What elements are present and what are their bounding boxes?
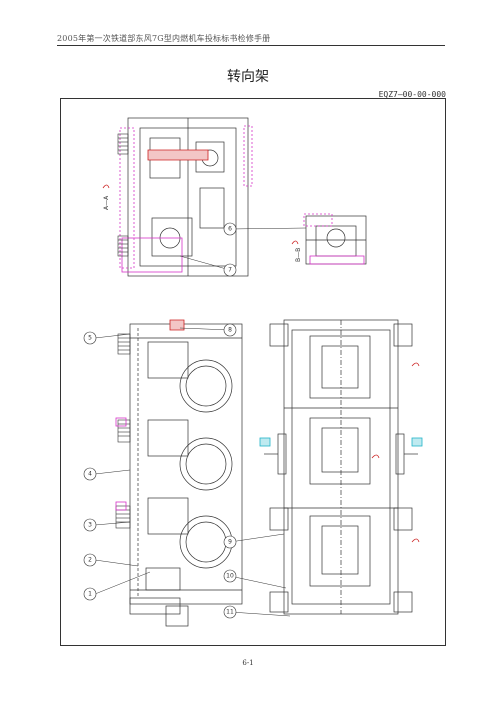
svg-text:2: 2 <box>88 557 92 564</box>
svg-text:B—B: B—B <box>295 248 302 262</box>
svg-text:11: 11 <box>226 609 234 616</box>
svg-text:3: 3 <box>88 522 92 529</box>
elevation-view <box>129 323 243 627</box>
callout-8: 8 <box>223 323 237 337</box>
callout-1: 1 <box>83 587 97 601</box>
svg-text:8: 8 <box>228 327 232 334</box>
callout-7: 7 <box>223 263 237 277</box>
plan-accents <box>259 362 423 543</box>
svg-text:10: 10 <box>226 573 234 580</box>
section-mark-b: B—B <box>291 240 302 262</box>
page-header: 2005年第一次铁道部东风7G型内燃机车投标标书检修手册 <box>57 34 271 43</box>
document-number: EQZ7—00-00-000 <box>378 90 446 99</box>
callout-4: 4 <box>83 467 97 481</box>
callout-2: 2 <box>83 553 97 567</box>
callout-11: 11 <box>223 605 237 619</box>
page-title: 转向架 <box>227 69 269 85</box>
callout-9: 9 <box>223 535 237 549</box>
top-side-dampers <box>117 133 129 257</box>
section-mark-a: A—A <box>102 184 110 210</box>
callout-5: 5 <box>83 331 97 345</box>
elevation-springs <box>115 333 131 529</box>
drawing-frame <box>60 98 446 646</box>
small-section-view <box>305 215 367 265</box>
svg-text:1: 1 <box>88 591 92 598</box>
top-side-view <box>127 117 249 277</box>
svg-text:5: 5 <box>88 335 92 342</box>
elevation-accents <box>115 319 185 511</box>
header-rule <box>57 45 445 46</box>
plan-view <box>264 319 418 615</box>
bogie-drawing: A—A B—B <box>83 117 423 627</box>
svg-text:A—A: A—A <box>103 195 110 210</box>
svg-text:6: 6 <box>228 226 232 233</box>
svg-text:4: 4 <box>88 471 92 478</box>
top-side-accents <box>119 125 253 273</box>
svg-text:7: 7 <box>228 267 232 274</box>
svg-text:9: 9 <box>228 539 232 546</box>
small-section-accents <box>303 213 365 265</box>
callout-leaders <box>94 227 307 617</box>
callout-10: 10 <box>223 569 237 583</box>
page-number: 6-1 <box>242 659 254 667</box>
callout-6: 6 <box>223 222 237 236</box>
callout-3: 3 <box>83 518 97 532</box>
